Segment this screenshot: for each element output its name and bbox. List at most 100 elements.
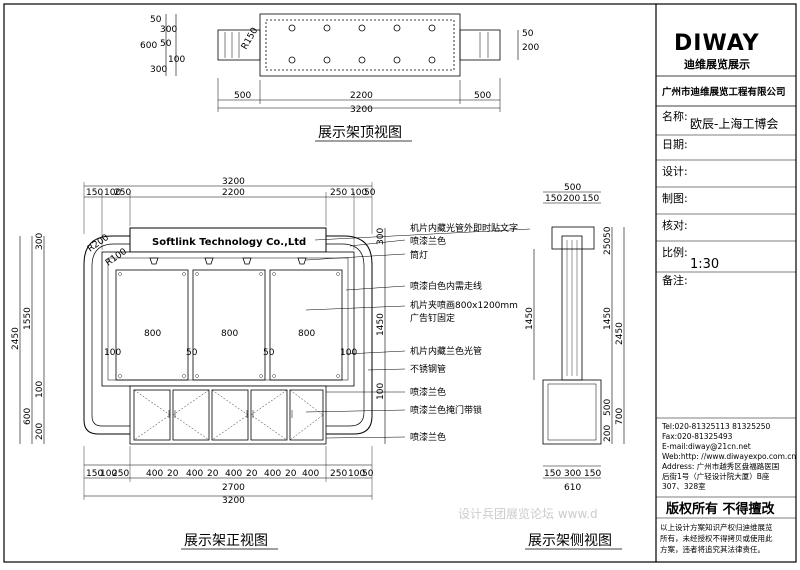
annotation-7: 不锈钢管 bbox=[410, 363, 446, 375]
front-dim-b8: 20 bbox=[246, 469, 258, 479]
top-dim-b2: 500 bbox=[474, 91, 491, 101]
annotation-6: 机片内藏兰色光管 bbox=[410, 345, 482, 357]
side-dim-t2: 200 bbox=[563, 194, 580, 204]
side-dim-b1: 300 bbox=[564, 469, 581, 479]
contact-tel: Tel:020-81325113 81325250 bbox=[661, 422, 771, 431]
annotation-10: 喷漆兰色 bbox=[410, 431, 446, 443]
front-dim-b5: 400 bbox=[186, 469, 203, 479]
front-dim-t1: 100 bbox=[104, 188, 121, 198]
front-view-title: 展示架正视图 bbox=[184, 533, 268, 549]
front-dim-b1: 100 bbox=[100, 469, 117, 479]
disclaimer-line-2: 所有，未经授权不得拷贝或使用此 bbox=[660, 533, 773, 543]
top-dim-total: 3200 bbox=[350, 105, 373, 115]
contact-email: E-mail:diway@21cn.net bbox=[662, 442, 751, 451]
annotation-8: 喷漆兰色 bbox=[410, 386, 446, 398]
side-dim-t1: 150 bbox=[545, 194, 562, 204]
side-dim-r1: 250 bbox=[603, 238, 613, 255]
front-dim-t0: 150 bbox=[86, 188, 103, 198]
front-dim-b11: 400 bbox=[302, 469, 319, 479]
front-dim-total-bottom: 3200 bbox=[222, 496, 245, 506]
front-dim-b3: 400 bbox=[146, 469, 163, 479]
disclaimer-line-1: 以上设计方案知识产权归迪维展览 bbox=[660, 522, 773, 532]
annotation-1: 喷漆兰色 bbox=[410, 235, 446, 247]
front-leader-lines bbox=[305, 228, 531, 439]
top-dim-r1: 200 bbox=[522, 43, 539, 53]
front-dim-b10: 20 bbox=[285, 469, 297, 479]
front-dim-t2: 250 bbox=[114, 188, 131, 198]
field-label-drawing: 制图: bbox=[662, 192, 688, 205]
company-logo: DIWAY bbox=[674, 31, 760, 56]
front-dim-v2450: 2450 bbox=[11, 327, 21, 350]
front-cabinet bbox=[129, 385, 327, 445]
front-main-board bbox=[101, 251, 355, 387]
field-label-remarks: 备注: bbox=[662, 273, 688, 287]
sheet-border bbox=[3, 3, 797, 563]
front-dim-b7: 400 bbox=[225, 469, 242, 479]
company-name: 广州市迪维展览工程有限公司 bbox=[662, 86, 786, 98]
front-dim-g3: 50 bbox=[263, 348, 275, 358]
contact-fax: Fax:020-81325493 bbox=[662, 432, 733, 441]
front-dim-v600: 600 bbox=[23, 408, 33, 425]
annotation-2: 筒灯 bbox=[410, 249, 428, 261]
front-view bbox=[19, 182, 531, 500]
watermark: 设计兵团展览论坛 www.d bbox=[458, 506, 598, 521]
field-label-design: 设计: bbox=[662, 165, 688, 178]
front-dim-b6: 20 bbox=[207, 469, 219, 479]
top-view bbox=[165, 13, 519, 112]
top-dim-v3: 50 bbox=[160, 39, 172, 49]
front-dim-b0: 150 bbox=[86, 469, 103, 479]
front-dim-v1550: 1550 bbox=[23, 307, 33, 330]
side-view bbox=[533, 191, 625, 479]
top-dim-v0: 50 bbox=[150, 15, 162, 25]
field-label-check: 核对: bbox=[662, 218, 688, 232]
side-dim-r4: 500 bbox=[603, 399, 613, 416]
top-inner-dashed bbox=[265, 19, 455, 71]
front-header-sign bbox=[129, 227, 327, 253]
top-dim-v4: 100 bbox=[168, 55, 185, 65]
company-logo-sub: 迪维展览展示 bbox=[684, 57, 750, 71]
side-dim-r3: 2450 bbox=[615, 322, 625, 345]
front-dim-b4: 20 bbox=[167, 469, 179, 479]
front-spotlights bbox=[149, 257, 307, 265]
front-dim-t3: 2200 bbox=[222, 188, 245, 198]
side-cabinet bbox=[542, 379, 602, 445]
front-dim-v300: 300 bbox=[35, 233, 45, 250]
front-dim-inner: 2700 bbox=[222, 483, 245, 493]
contact-web: Web:http: //www.diwayexpo.com.cn bbox=[662, 452, 796, 461]
contact-address-3: 307、328室 bbox=[662, 481, 706, 491]
front-dim-b2: 250 bbox=[112, 469, 129, 479]
front-dim-p3: 800 bbox=[298, 329, 315, 339]
front-dim-t4: 250 bbox=[330, 188, 347, 198]
top-dim-b0: 500 bbox=[234, 91, 251, 101]
annotation-3: 喷漆白色内需走线 bbox=[410, 280, 482, 292]
side-dim-r2: 1450 bbox=[603, 307, 613, 330]
front-annotations: 机片内藏光管外即时贴文字 喷漆兰色 筒灯 喷漆白色内需走线 机片夹喷画800x1… bbox=[410, 222, 518, 443]
title-block: DIWAY 迪维展览展示 广州市迪维展览工程有限公司 名称: 欧辰-上海工博会 … bbox=[656, 31, 796, 554]
side-dim-r0: 50 bbox=[603, 226, 613, 238]
front-dim-rv1450: 1450 bbox=[376, 313, 386, 336]
side-dim-total: 610 bbox=[564, 483, 581, 493]
top-dim-r0: 50 bbox=[522, 29, 534, 39]
field-label-date: 日期: bbox=[662, 138, 688, 151]
side-dim-r5: 700 bbox=[615, 408, 625, 425]
copyright-notice: 版权所有 不得擅改 bbox=[666, 501, 776, 517]
top-dim-v5: 300 bbox=[150, 65, 167, 75]
side-dim-t3: 150 bbox=[582, 194, 599, 204]
top-main-box bbox=[259, 13, 461, 77]
side-dim-l0: 1450 bbox=[525, 307, 535, 330]
front-panel-2 bbox=[192, 269, 266, 381]
front-dim-b12: 250 bbox=[330, 469, 347, 479]
front-dim-t6: 50 bbox=[364, 188, 376, 198]
front-panel-3 bbox=[269, 269, 343, 381]
front-dim-p1: 800 bbox=[144, 329, 161, 339]
side-view-title: 展示架侧视图 bbox=[528, 533, 612, 549]
contact-address-2: 后街1号（广轻设计院大厦）B座 bbox=[662, 471, 770, 481]
front-dim-rv100: 100 bbox=[376, 383, 386, 400]
side-header bbox=[551, 226, 595, 250]
front-dim-t5: 100 bbox=[350, 188, 367, 198]
front-sign-text: Softlink Technology Co.,Ltd bbox=[152, 237, 306, 248]
field-value-name: 欧辰-上海工博会 bbox=[690, 116, 778, 131]
front-dim-b14: 50 bbox=[362, 469, 374, 479]
